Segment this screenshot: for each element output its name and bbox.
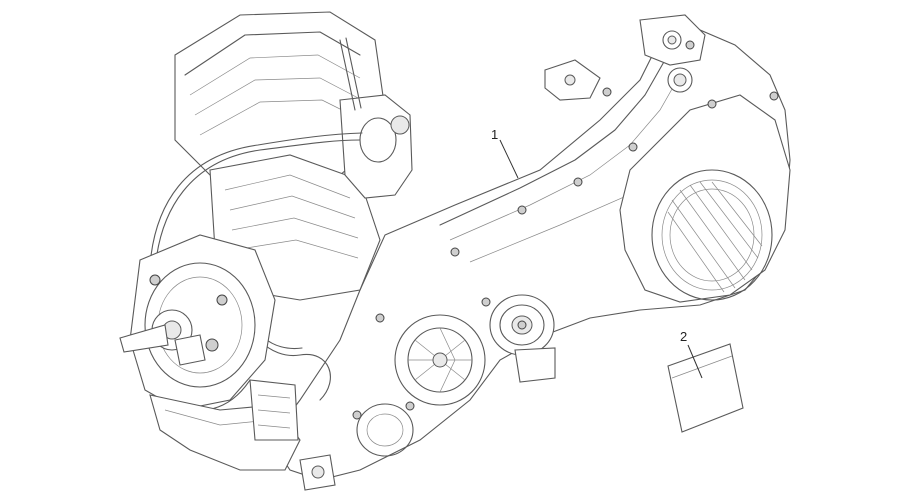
- rear-axle-hub: [489, 294, 555, 356]
- callout-1-label: 1: [491, 127, 498, 142]
- carburetor: [339, 37, 413, 199]
- engine-assembly: [119, 11, 791, 491]
- cooling-fan: [394, 314, 486, 406]
- cover-fins: [667, 181, 763, 293]
- parts-packet: [667, 343, 744, 433]
- callout-2-leader: [687, 344, 703, 379]
- callout-2-label: 2: [680, 329, 687, 344]
- callout-1-leader: [499, 139, 519, 179]
- flywheel-side: [119, 234, 276, 411]
- rear-mount: [544, 14, 706, 101]
